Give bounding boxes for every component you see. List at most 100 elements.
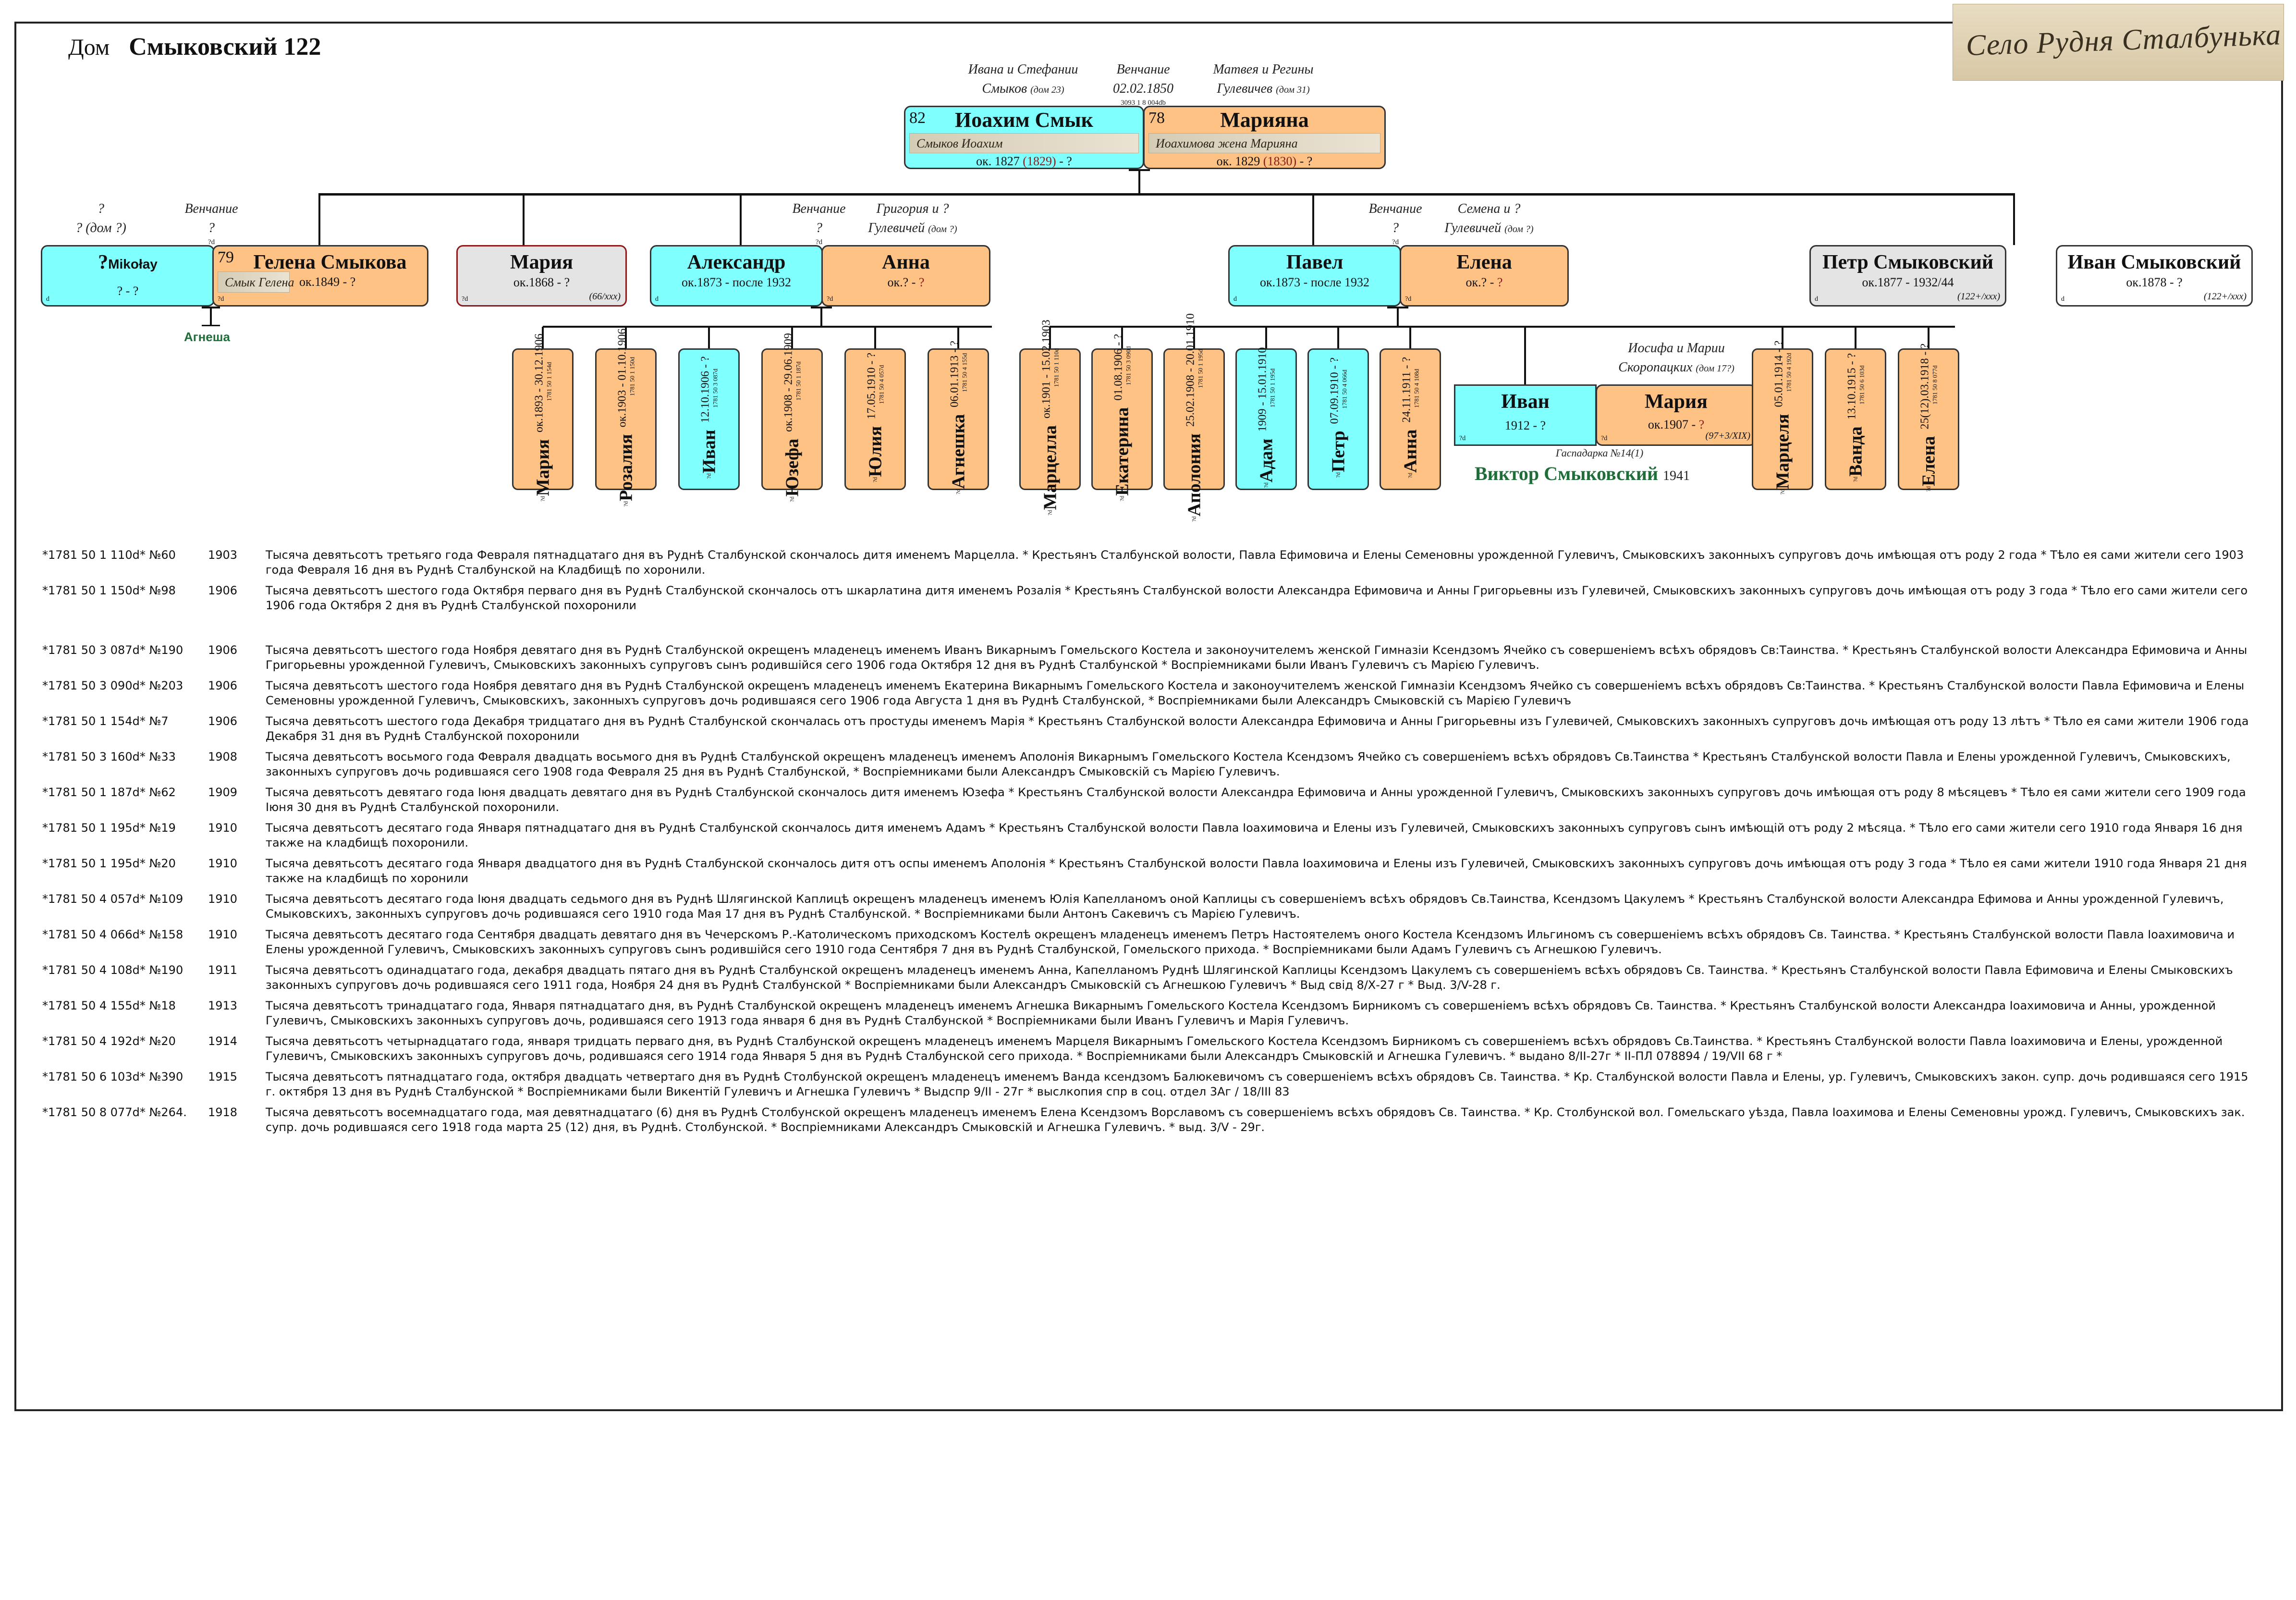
child-dates: 25(12).03.1918 - ?	[1918, 343, 1931, 429]
record-ref: *1781 50 3 087d* №190	[42, 643, 183, 657]
person-mariyana[interactable]: 78 Марияна Иоахимова жена Марияна ок. 18…	[1143, 106, 1386, 169]
signature-image: Смыков Иоахим	[909, 133, 1139, 153]
person-ivan-smykovsky[interactable]: Иван Смыковский ок.1878 - ? d (122+/xxx)	[2056, 245, 2253, 307]
connector	[1397, 307, 1399, 327]
record-year: 1906	[208, 679, 238, 692]
person-anna[interactable]: Анна ок.? - ? ?d	[821, 245, 990, 307]
record-ref: *1781 50 3 090d* №203	[42, 679, 183, 692]
record-year: 1906	[208, 643, 238, 657]
record-ref: *1781 50 4 066d* №158	[42, 928, 183, 941]
page-frame	[14, 22, 2283, 1411]
record-year: 1915	[208, 1070, 238, 1083]
child-dates: 07.09.1910 - ?	[1328, 357, 1341, 424]
record-year: 1914	[208, 1034, 238, 1048]
person-petr[interactable]: Петр Смыковский ок.1877 - 1932/44 d (122…	[1809, 245, 2006, 307]
connector	[1193, 327, 1195, 348]
house-name: Смыковский 122	[129, 33, 321, 61]
child-dates: ок.1903 - 01.10.1906	[616, 328, 629, 427]
village-stamp-text: Село Рудня Сталбунька	[1965, 18, 2282, 62]
elena-parents: Семена и ? Гулевичей (дом ?)	[1444, 201, 1534, 235]
connector	[1409, 327, 1411, 348]
person-maria-1907[interactable]: Мария ок.1907 - ? ?d (97+3/XIX)	[1596, 384, 1757, 446]
child-name: Аполония	[1184, 433, 1204, 517]
child-record-ref: 1781 50 1 195d	[1197, 348, 1204, 388]
village-stamp-image: Село Рудня Сталбунька	[1953, 4, 2284, 81]
person-maria[interactable]: Мария ок.1868 - ? ?d (66/xxx)	[456, 245, 627, 307]
record-year: 1910	[208, 857, 238, 870]
child-tag: ?d	[1852, 476, 1859, 482]
connector	[1524, 327, 1526, 384]
person-gelena[interactable]: 79 Гелена Смыкова Смык Гелена ок.1849 - …	[212, 245, 428, 307]
child-tag: ?d	[788, 496, 795, 502]
record-text: Тысяча девятьсотъ десятаго года Сентября…	[266, 928, 2235, 956]
connector	[210, 307, 212, 326]
child-name: Иван	[699, 429, 719, 473]
person-mikolay[interactable]: ?Mikołay ? - ? d	[41, 245, 215, 307]
record-year: 1906	[208, 584, 238, 597]
child-name: Розалия	[616, 433, 636, 501]
signature-image: Иоахимова жена Марияна	[1148, 133, 1380, 153]
child-record-ref: 1781 50 1 154d	[545, 361, 553, 401]
child-dates: 13.10.1915 - ?	[1845, 353, 1858, 419]
person-elena[interactable]: Елена ок.? - ? ?d	[1400, 245, 1569, 307]
connector	[1387, 307, 1408, 308]
record-ref: *1781 50 4 192d* №20	[42, 1034, 176, 1048]
child-dates: 25.02.1908 - 20.01.1910	[1184, 313, 1197, 427]
record-ref: *1781 50 3 160d* №33	[42, 750, 176, 763]
record-ref: *1781 50 6 103d* №390	[42, 1070, 183, 1083]
person-pavel[interactable]: Павел ок.1873 - после 1932 d	[1228, 245, 1401, 307]
child-name: Адам	[1256, 438, 1276, 482]
person-ivan-1912[interactable]: Иван 1912 - ? ?d	[1454, 384, 1597, 446]
record-text: Тысяча девятьсотъ девятаго года Іюня два…	[266, 786, 2246, 814]
child-name: Елена	[1918, 435, 1939, 486]
child-dates: 17.05.1910 - ?	[865, 352, 878, 419]
person-ioakhim[interactable]: 82 Иоахим Смык Смыков Иоахим ок. 1827 (1…	[904, 106, 1144, 169]
child-record-ref: 1781 50 4 057d	[878, 365, 885, 404]
wedding-1: Венчание ? ?d	[184, 201, 238, 246]
record-row: *1781 50 1 150d* №98 1906 Тысяча девятьсот…	[42, 583, 2257, 613]
child-name: Агнешка	[948, 414, 968, 489]
connector	[1337, 327, 1339, 348]
connector	[202, 307, 220, 308]
connector	[708, 327, 710, 348]
record-ref: *1781 50 1 150d* №98	[42, 584, 176, 597]
child-dates: 01.08.1906 - ?	[1112, 333, 1125, 401]
connector	[791, 327, 793, 348]
record-ref: *1781 50 1 110d* №60	[42, 548, 176, 562]
child-dates: ок.1908 - 29.06.1909	[782, 332, 795, 432]
child-tag: ?d	[705, 473, 712, 479]
record-year: 1911	[208, 963, 238, 977]
record-text: Тысяча девятьсотъ десятаго года Іюня два…	[266, 892, 2224, 921]
child-name: Марцеля	[1772, 413, 1793, 489]
record-text: Тысяча девятьсотъ шестого года Октября п…	[266, 584, 2248, 612]
child-record-ref: 1781 50 4 155d	[961, 353, 968, 392]
child-dates: 06.01.1913 - ?	[948, 340, 961, 407]
record-text: Тысяча девятьсотъ десятаго года Января п…	[266, 821, 2243, 849]
child-tag: ?d	[871, 477, 879, 482]
record-year: 1906	[208, 714, 238, 728]
child-name: Петр	[1328, 430, 1348, 472]
person-alexander[interactable]: Александр ок.1873 - после 1932 d	[650, 245, 823, 307]
connector	[874, 327, 876, 348]
record-ref: *1781 50 4 108d* №190	[42, 963, 183, 977]
child-tag: ?d	[622, 501, 629, 506]
